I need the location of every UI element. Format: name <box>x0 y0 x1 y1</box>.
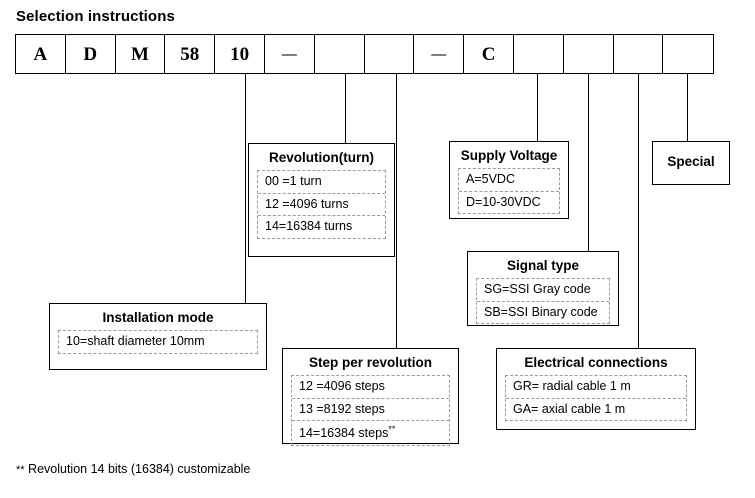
option-row: GR= radial cable 1 m <box>506 376 686 399</box>
connector-line-revolution <box>345 74 346 143</box>
callout-step-per-revolution: Step per revolution 12 =4096 steps 13 =8… <box>282 348 459 447</box>
option-row: 14=16384 steps** <box>292 421 449 445</box>
callout-step-per-revolution-title: Step per revolution <box>308 355 433 370</box>
option-row: 13 =8192 steps <box>292 399 449 422</box>
order-code-cell-5: 10 <box>215 35 265 73</box>
option-row: 10=shaft diameter 10mm <box>66 334 205 348</box>
callout-signal-type-options: SG=SSI Gray code SB=SSI Binary code <box>476 278 610 325</box>
option-row: A=5VDC <box>459 169 559 192</box>
order-code-cell-14 <box>663 35 713 73</box>
order-code-cell-12 <box>564 35 614 73</box>
footnote-marker: ** <box>388 424 396 435</box>
callout-electrical-connections-options: GR= radial cable 1 m GA= axial cable 1 m <box>505 375 687 422</box>
callout-supply-voltage-options: A=5VDC D=10-30VDC <box>458 168 560 215</box>
callout-revolution-options: 00 =1 turn 12 =4096 turns 14=16384 turns <box>257 170 386 239</box>
order-code-cell-1: A <box>16 35 66 73</box>
order-code-cell-13 <box>614 35 664 73</box>
callout-signal-type-title: Signal type <box>506 258 579 273</box>
callout-special-title: Special <box>667 154 715 169</box>
order-code-cell-3: M <box>116 35 166 73</box>
callout-revolution-title: Revolution(turn) <box>269 150 374 165</box>
callout-supply-voltage: Supply Voltage A=5VDC D=10-30VDC <box>449 141 569 219</box>
footnote-marker: ** <box>16 464 25 476</box>
option-row: GA= axial cable 1 m <box>513 401 626 416</box>
option-row: SG=SSI Gray code <box>477 279 609 302</box>
callout-revolution: Revolution(turn) 00 =1 turn 12 =4096 tur… <box>248 143 395 257</box>
callout-electrical-connections: Electrical connections GR= radial cable … <box>496 348 696 430</box>
connector-line-step <box>396 74 397 348</box>
order-code-cell-8 <box>365 35 415 73</box>
connector-line-signal <box>588 74 589 251</box>
order-code-cell-2: D <box>66 35 116 73</box>
option-row: 14=16384 turns <box>265 219 353 234</box>
callout-installation-mode-title: Installation mode <box>102 310 214 325</box>
callout-signal-type: Signal type SG=SSI Gray code SB=SSI Bina… <box>467 251 619 326</box>
page-title: Selection instructions <box>16 8 175 25</box>
callout-special: Special <box>652 141 730 185</box>
option-row: 00 =1 turn <box>258 171 385 194</box>
callout-installation-mode: Installation mode 10=shaft diameter 10mm <box>49 303 267 370</box>
option-text: 14=16384 steps <box>299 426 389 441</box>
order-code-cell-9: — <box>414 35 465 73</box>
option-row: 12 =4096 steps <box>292 376 449 399</box>
callout-step-per-revolution-options: 12 =4096 steps 13 =8192 steps 14=16384 s… <box>291 375 450 447</box>
option-row: D=10-30VDC <box>466 194 541 209</box>
order-code-cell-11 <box>514 35 564 73</box>
footnote-text: Revolution 14 bits (16384) customizable <box>24 462 251 476</box>
connector-line-special <box>687 74 688 141</box>
order-code-cell-7 <box>315 35 365 73</box>
callout-electrical-connections-title: Electrical connections <box>524 355 668 370</box>
order-code-cell-10: C <box>464 35 514 73</box>
order-code-cell-6: — <box>265 35 315 73</box>
order-code-cell-4: 58 <box>165 35 216 73</box>
footnote: ** Revolution 14 bits (16384) customizab… <box>16 462 250 476</box>
connector-line-supply <box>537 74 538 141</box>
connector-line-electrical <box>638 74 639 348</box>
option-row: 12 =4096 turns <box>258 194 385 217</box>
callout-installation-mode-options: 10=shaft diameter 10mm <box>58 330 258 354</box>
callout-supply-voltage-title: Supply Voltage <box>460 148 558 163</box>
connector-line-installation <box>245 74 246 303</box>
option-row: SB=SSI Binary code <box>484 304 598 319</box>
